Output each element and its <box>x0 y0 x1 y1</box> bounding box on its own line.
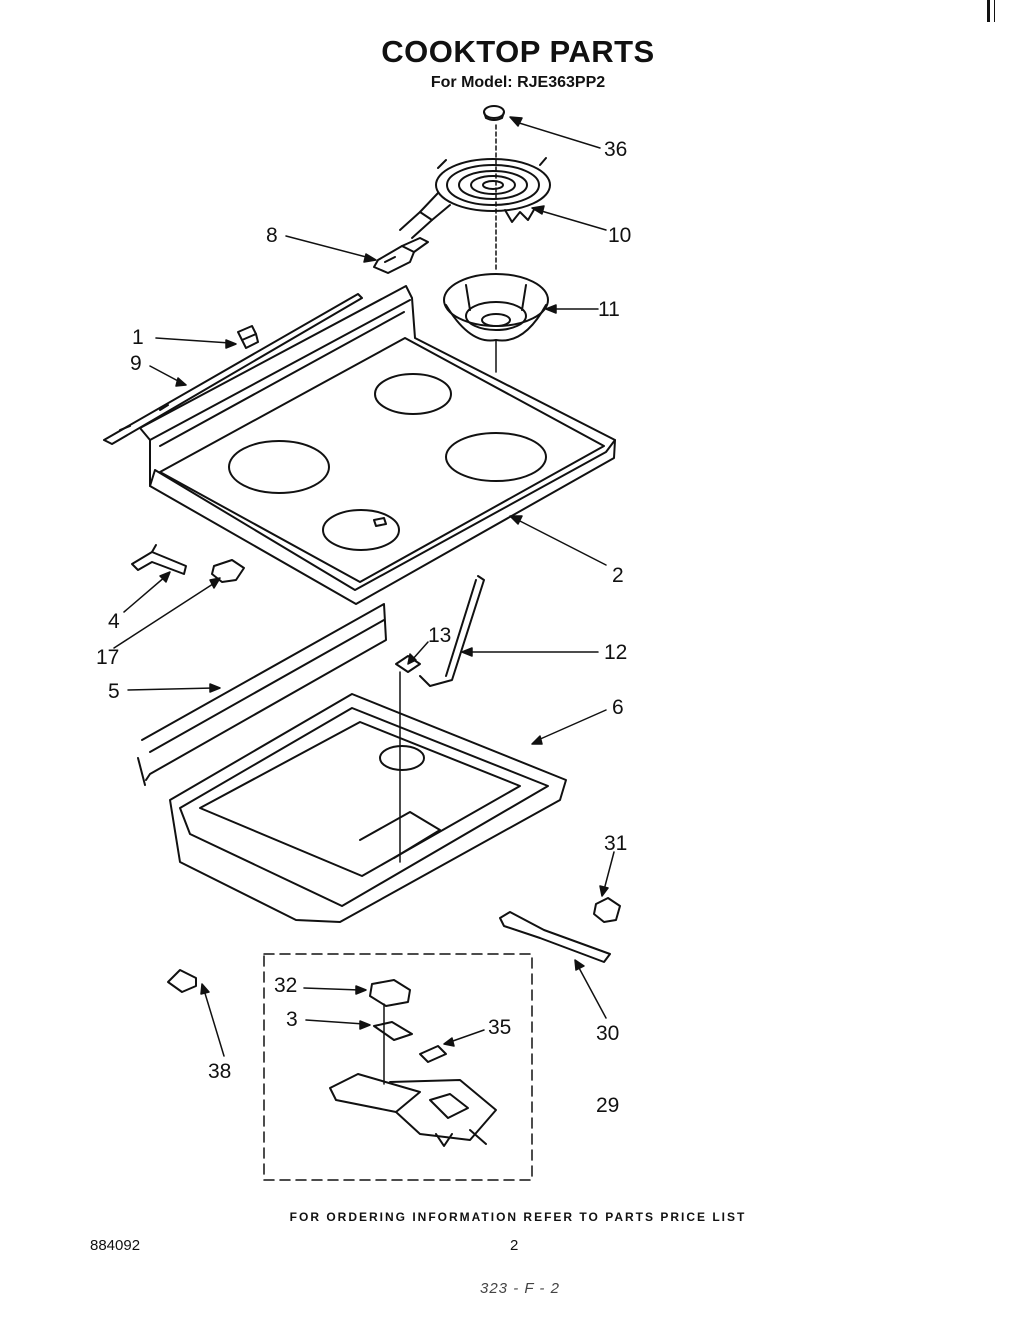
page-title: COOKTOP PARTS <box>381 34 655 69</box>
part-31-block <box>593 897 621 923</box>
part-4-bracket <box>131 544 187 575</box>
callout-36: 36 <box>604 138 627 161</box>
part-30-bracket <box>499 911 611 963</box>
page-number: 2 <box>510 1237 519 1254</box>
callout-30: 30 <box>596 1022 619 1045</box>
part-1-clip <box>237 325 259 349</box>
part-17-clip <box>211 559 245 583</box>
callout-17: 17 <box>96 646 119 669</box>
edge-mark-thin <box>994 0 995 22</box>
callout-3: 3 <box>286 1008 298 1031</box>
part-3-plate <box>373 1021 413 1041</box>
callout-9: 9 <box>130 352 142 375</box>
callout-12: 12 <box>604 641 627 664</box>
part-38-bracket <box>167 969 197 993</box>
callout-1: 1 <box>132 326 144 349</box>
callout-6: 6 <box>612 696 624 719</box>
callout-31: 31 <box>604 832 627 855</box>
handwritten-stamp: 323 - F - 2 <box>480 1280 560 1297</box>
callout-10: 10 <box>608 224 631 247</box>
edge-mark <box>987 0 990 22</box>
part-9-trim-strip <box>103 293 363 445</box>
document-number: 884092 <box>90 1237 141 1254</box>
ordering-info-footer: FOR ORDERING INFORMATION REFER TO PARTS … <box>289 1210 747 1224</box>
callout-2: 2 <box>612 564 624 587</box>
callout-35: 35 <box>488 1016 511 1039</box>
model-subtitle: For Model: RJE363PP2 <box>430 74 606 91</box>
part-2-cooktop <box>139 285 616 605</box>
part-5-front-channel <box>137 603 387 786</box>
part-8-terminal-block <box>373 237 429 274</box>
leader-lines <box>113 116 615 1057</box>
part-36-cap <box>483 105 505 121</box>
callout-38: 38 <box>208 1060 231 1083</box>
part-11-drip-bowl <box>443 273 549 342</box>
callout-11: 11 <box>598 298 620 321</box>
callout-4: 4 <box>108 610 120 633</box>
part-6-lower-tray <box>169 693 567 923</box>
part-35-insulator <box>419 1045 447 1063</box>
callout-32: 32 <box>274 974 297 997</box>
callout-8: 8 <box>266 224 278 247</box>
part-32-switch <box>369 979 411 1007</box>
part-10-surface-element <box>399 157 551 239</box>
callout-29: 29 <box>596 1094 619 1117</box>
callout-5: 5 <box>108 680 120 703</box>
part-12-rod <box>419 575 485 687</box>
part-29-assembly <box>329 1073 497 1147</box>
part-13-grommet <box>395 655 421 673</box>
part-29-assembly-box <box>263 953 533 1181</box>
callout-13: 13 <box>428 624 451 647</box>
